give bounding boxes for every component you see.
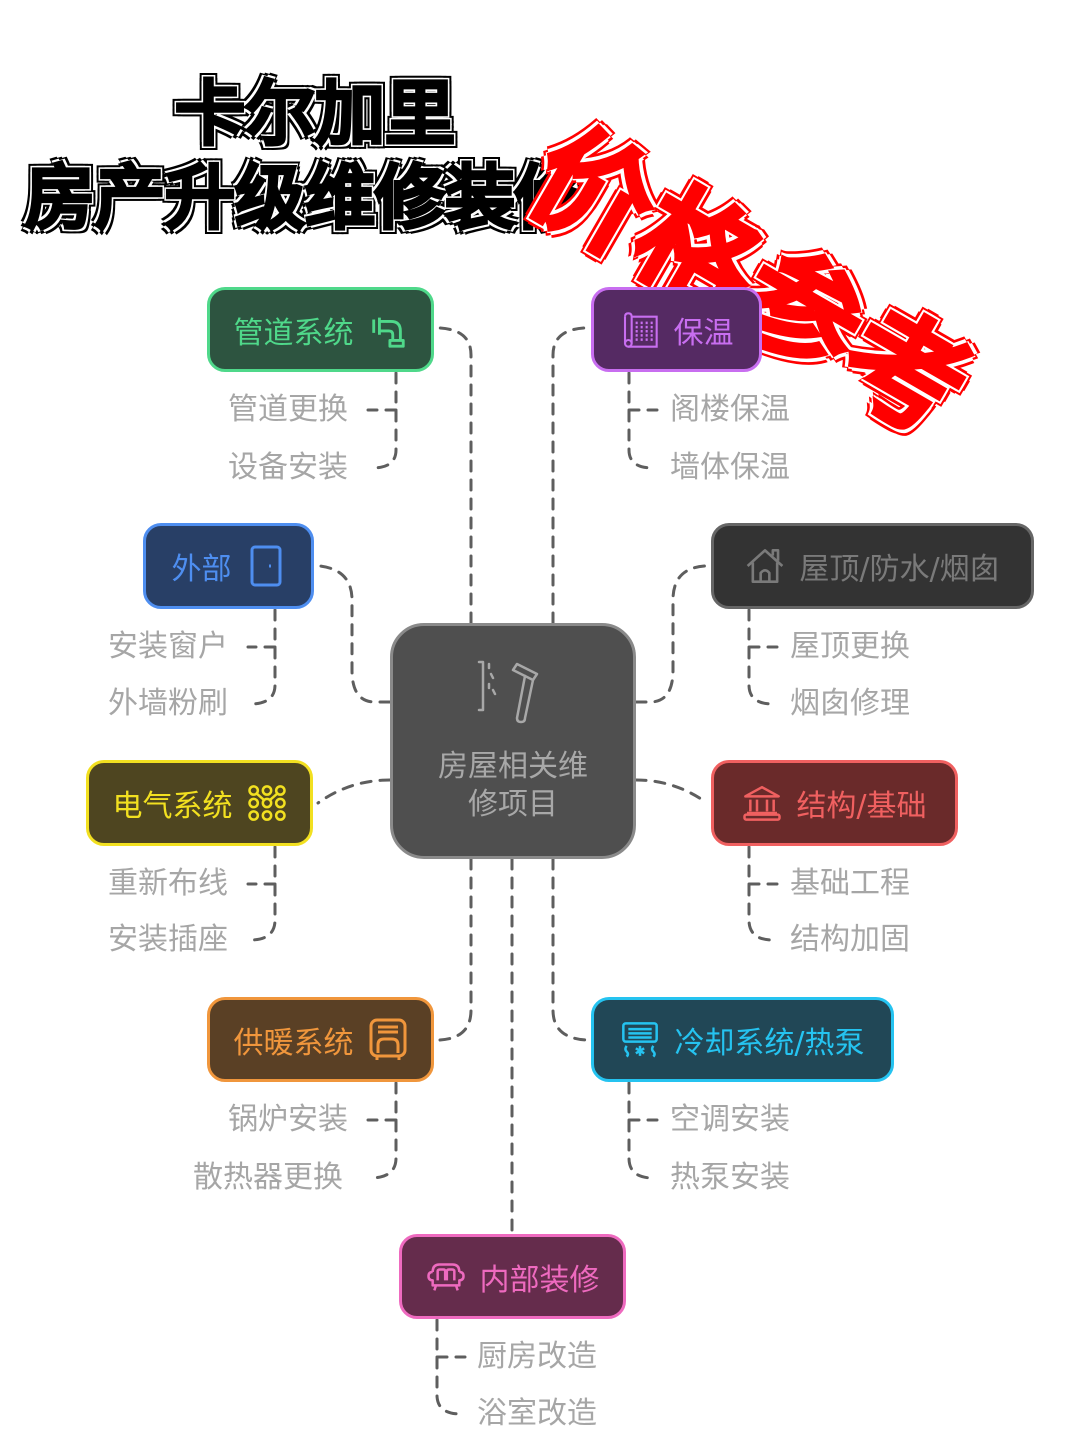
branch-electrical[interactable]: 电气系统 bbox=[86, 760, 313, 846]
air-conditioner-icon bbox=[620, 1018, 660, 1062]
leaf-radiator-replacement: 散热器更换 bbox=[193, 1160, 343, 1195]
leaf-boiler-install: 锅炉安装 bbox=[228, 1102, 348, 1137]
leaf-structural-reinforcement: 结构加固 bbox=[790, 922, 910, 957]
furnace-icon bbox=[368, 1018, 408, 1062]
door-icon bbox=[246, 544, 286, 588]
leaf-equipment-install: 设备安装 bbox=[228, 450, 348, 485]
branch-exterior[interactable]: 外部 bbox=[143, 523, 314, 609]
leaf-ac-install: 空调安装 bbox=[670, 1102, 790, 1137]
center-node-label: 房屋相关维修项目 bbox=[438, 749, 588, 822]
branch-label: 冷却系统/热泵 bbox=[674, 1025, 865, 1061]
center-node[interactable]: 房屋相关维修项目 bbox=[390, 623, 636, 859]
branch-label: 电气系统 bbox=[112, 789, 233, 824]
title-line-1: 卡尔加里 bbox=[174, 72, 457, 157]
branch-label: 外部 bbox=[171, 552, 232, 587]
leaf-wall-insulation: 墙体保温 bbox=[670, 450, 790, 485]
leaf-roof-replacement: 屋顶更换 bbox=[790, 629, 910, 664]
leaf-install-outlets: 安装插座 bbox=[108, 922, 228, 957]
leaf-attic-insulation: 阁楼保温 bbox=[670, 392, 790, 427]
insulation-roll-icon bbox=[620, 308, 660, 352]
leaf-chimney-repair: 烟囱修理 bbox=[790, 686, 910, 721]
leaf-bathroom-remodel: 浴室改造 bbox=[477, 1396, 597, 1431]
bank-building-icon bbox=[742, 781, 782, 825]
branch-insulation[interactable]: 保温 bbox=[591, 287, 762, 372]
branch-label: 供暖系统 bbox=[233, 1025, 354, 1061]
branch-heating[interactable]: 供暖系统 bbox=[207, 997, 434, 1082]
leaf-foundation-work: 基础工程 bbox=[790, 866, 910, 901]
leaf-pipe-replacement: 管道更换 bbox=[228, 392, 348, 427]
branch-cooling[interactable]: 冷却系统/热泵 bbox=[591, 997, 894, 1082]
branch-label: 内部装修 bbox=[479, 1262, 600, 1298]
leaf-rewiring: 重新布线 bbox=[108, 866, 228, 901]
title-line-2: 房产升级维修装修 bbox=[24, 156, 587, 241]
leaf-install-windows: 安装窗户 bbox=[108, 629, 228, 664]
sofa-icon bbox=[426, 1255, 466, 1299]
branch-label: 管道系统 bbox=[233, 315, 354, 351]
leaf-kitchen-remodel: 厨房改造 bbox=[477, 1339, 597, 1374]
house-icon bbox=[745, 544, 785, 588]
branch-label: 屋顶/防水/烟囱 bbox=[799, 552, 1000, 587]
branch-structure[interactable]: 结构/基础 bbox=[711, 760, 958, 846]
circuit-nodes-icon bbox=[247, 781, 287, 825]
leaf-exterior-painting: 外墙粉刷 bbox=[108, 686, 228, 721]
branch-label: 结构/基础 bbox=[796, 789, 927, 824]
leaf-heat-pump-install: 热泵安装 bbox=[670, 1160, 790, 1195]
branch-plumbing[interactable]: 管道系统 bbox=[207, 287, 434, 372]
branch-label: 保温 bbox=[673, 315, 734, 351]
branch-interior[interactable]: 内部装修 bbox=[399, 1234, 626, 1319]
branch-roofing[interactable]: 屋顶/防水/烟囱 bbox=[711, 523, 1034, 609]
hammer-wall-icon bbox=[473, 658, 553, 738]
pipe-faucet-icon bbox=[368, 308, 408, 352]
